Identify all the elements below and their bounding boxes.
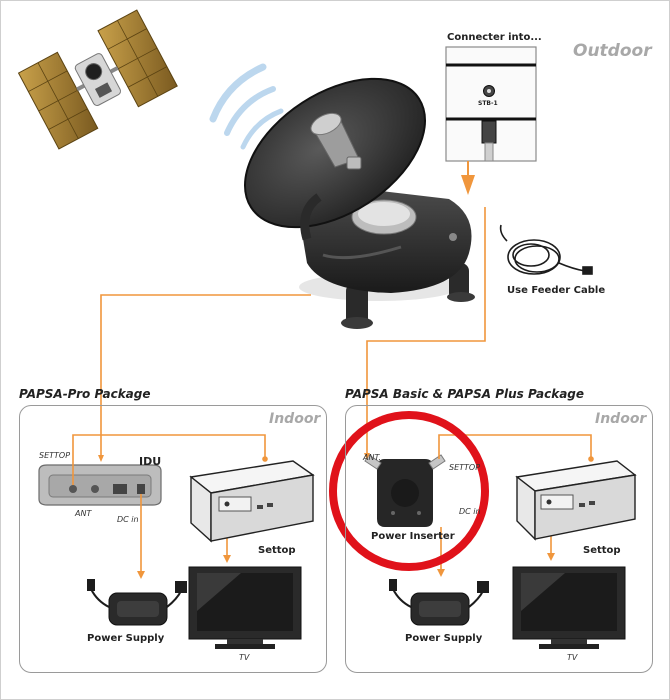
satellite-dish-antenna — [243, 77, 475, 329]
basic-tv-label: TV — [567, 653, 578, 662]
settop-box-left — [189, 460, 315, 543]
indoor-label-left: Indoor — [269, 411, 321, 427]
tv-left — [188, 566, 302, 649]
basic-package-title: PAPSA Basic & PAPSA Plus Package — [345, 387, 585, 401]
connector-inset — [445, 46, 537, 195]
signal-waves-icon — [209, 63, 284, 150]
pro-ant-port-label: ANT — [75, 509, 92, 518]
power-supply-right — [389, 579, 489, 626]
basic-dc-in-label: DC in — [459, 507, 481, 516]
pro-dc-in-label: DC in — [117, 515, 139, 524]
basic-package-box — [345, 405, 653, 673]
basic-ant-port-label: ANT. — [363, 453, 381, 462]
basic-power-supply-label: Power Supply — [405, 633, 483, 644]
highlight-circle — [329, 411, 489, 571]
outdoor-label: Outdoor — [573, 41, 652, 61]
pro-tv-label: TV — [239, 653, 250, 662]
indoor-label-right: Indoor — [595, 411, 647, 427]
basic-settop-label: Settop — [583, 545, 621, 556]
feeder-cable-icon — [499, 224, 593, 275]
feeder-cable-label: Use Feeder Cable — [507, 285, 606, 296]
pro-package-box — [19, 405, 327, 673]
idu-label: IDU — [139, 455, 162, 468]
pro-settop-port-label: SETTOP — [39, 451, 71, 460]
settop-box-right — [515, 460, 637, 541]
power-inserter-device — [364, 454, 446, 527]
pro-package-title: PAPSA-Pro Package — [19, 387, 151, 401]
idu-device — [38, 464, 162, 506]
power-inserter-label: Power Inserter — [371, 531, 455, 542]
satellite-icon — [17, 9, 178, 150]
connector-port-label: STB-1 — [478, 100, 498, 107]
connector-title: Connecter into... — [447, 32, 542, 43]
pro-power-supply-label: Power Supply — [87, 633, 165, 644]
pro-settop-label: Settop — [258, 545, 296, 556]
tv-right — [512, 566, 626, 649]
basic-settop-port-label: SETTOP — [449, 463, 481, 472]
power-supply-left — [87, 579, 187, 626]
cable-lines — [100, 207, 486, 456]
